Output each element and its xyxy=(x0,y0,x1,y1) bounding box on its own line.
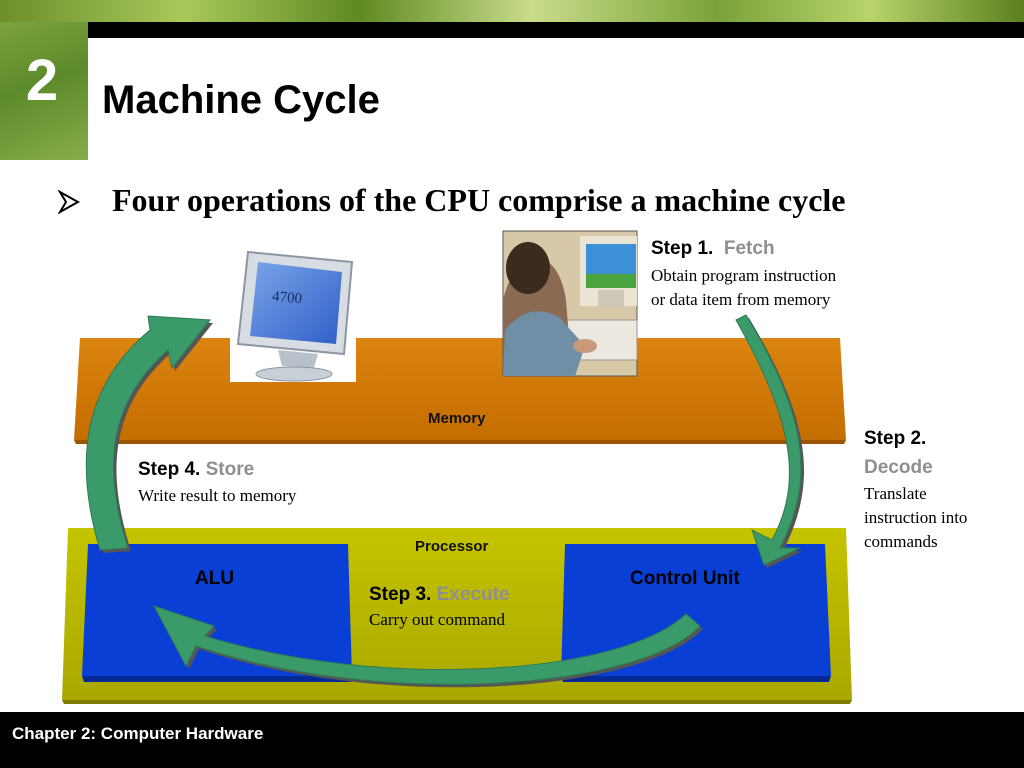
step-4-name: Store xyxy=(205,459,255,480)
step-3-name: Execute xyxy=(436,584,510,605)
fetch-arrow xyxy=(735,314,805,568)
step-3-number: Step 3. xyxy=(369,584,432,605)
execute-arrow xyxy=(152,605,703,688)
memory-label: Memory xyxy=(428,410,486,427)
step-2-description-line1: Translate xyxy=(864,484,927,503)
step-1-description-line1: Obtain program instruction xyxy=(651,266,837,285)
footer-text: Chapter 2: Computer Hardware xyxy=(12,724,264,743)
step-1-name: Fetch xyxy=(723,238,775,259)
step-2-number: Step 2. xyxy=(864,428,927,449)
step-2-description-line2: instruction into xyxy=(864,508,968,527)
step-2-description-line3: commands xyxy=(864,532,938,551)
slide-title: Machine Cycle xyxy=(102,78,380,122)
monitor-display-text: 4700 xyxy=(271,288,303,308)
step-2-name: Decode xyxy=(864,457,933,478)
step-3-description-line1: Carry out command xyxy=(369,610,505,629)
step-4-number: Step 4. xyxy=(138,459,201,480)
alu-label: ALU xyxy=(195,568,235,589)
control-unit-label: Control Unit xyxy=(630,568,740,589)
step-1-description-line2: or data item from memory xyxy=(651,290,831,309)
chapter-number: 2 xyxy=(25,48,59,113)
control-unit-block xyxy=(561,544,831,676)
header-black-bar xyxy=(88,22,1024,38)
processor-label: Processor xyxy=(415,538,489,555)
step-4-description-line1: Write result to memory xyxy=(138,486,297,505)
step-1-number: Step 1. xyxy=(651,238,714,259)
alu-block xyxy=(82,544,352,676)
bullet-arrow-icon xyxy=(58,190,80,214)
person-at-computer-image xyxy=(502,230,638,377)
monitor-icon xyxy=(230,248,356,382)
bullet-text: Four operations of the CPU comprise a ma… xyxy=(112,182,846,218)
header-photo-strip xyxy=(0,0,1024,22)
footer-bar xyxy=(0,712,1024,768)
chapter-tile: 2 xyxy=(0,22,88,160)
store-arrow xyxy=(85,315,213,553)
